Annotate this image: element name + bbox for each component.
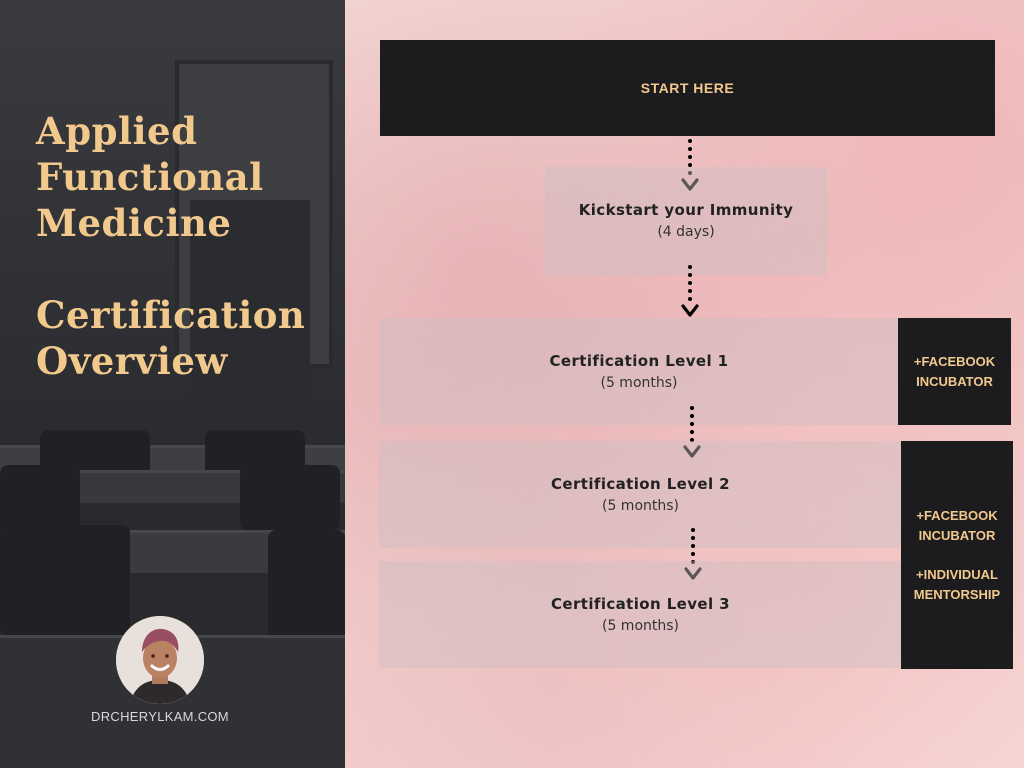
website-url[interactable]: DRCHERYLKAM.COM <box>91 709 229 724</box>
dotted-arrow-down-icon <box>680 264 700 320</box>
dotted-arrow-down-icon <box>680 138 700 194</box>
background-chair <box>0 525 130 635</box>
certification-level-3-box: Certification Level 3 (5 months) <box>379 561 902 668</box>
avatar <box>116 616 204 704</box>
background-chair <box>240 465 340 530</box>
extras-line: +FACEBOOK <box>913 353 996 369</box>
extras-line: +INDIVIDUAL <box>916 566 998 582</box>
kickstart-box: Kickstart your Immunity (4 days) <box>545 167 827 275</box>
dotted-arrow-down-icon <box>683 527 703 583</box>
title-line: Certification <box>36 293 306 337</box>
kickstart-duration: (4 days) <box>657 224 715 240</box>
extras-line: +FACEBOOK <box>916 507 998 523</box>
title-line: Functional <box>36 155 264 199</box>
level-2-title: Certification Level 2 <box>551 474 730 493</box>
title-line: Overview <box>36 339 228 383</box>
dotted-arrow-down-icon <box>682 405 702 461</box>
level-1-title: Certification Level 1 <box>549 351 729 370</box>
left-panel: Applied Functional Medicine Certificatio… <box>0 0 345 768</box>
start-here-box: START HERE <box>380 40 995 136</box>
level-1-extras-box: +FACEBOOK INCUBATOR <box>898 318 1011 425</box>
start-here-label: START HERE <box>640 80 735 96</box>
extras-line: MENTORSHIP <box>913 586 1001 602</box>
level-3-title: Certification Level 3 <box>551 594 730 613</box>
title-spacer <box>36 246 336 292</box>
title-line: Medicine <box>36 201 232 245</box>
level-2-duration: (5 months) <box>601 497 679 514</box>
kickstart-title: Kickstart your Immunity <box>578 201 794 219</box>
background-chair <box>0 465 80 535</box>
background-door-panel <box>190 200 310 420</box>
extras-line: INCUBATOR <box>916 373 993 389</box>
profile-photo-icon <box>116 616 204 704</box>
title-line: Applied <box>36 109 198 153</box>
page-title: Applied Functional Medicine Certificatio… <box>36 108 336 384</box>
certification-level-2-box: Certification Level 2 (5 months) <box>379 441 902 548</box>
level-3-duration: (5 months) <box>601 617 679 634</box>
levels-2-3-extras-box: +FACEBOOK INCUBATOR +INDIVIDUAL MENTORSH… <box>901 441 1013 669</box>
level-1-duration: (5 months) <box>600 374 678 391</box>
background-chair <box>268 530 345 640</box>
extras-line: INCUBATOR <box>918 527 996 543</box>
certification-level-1-box: Certification Level 1 (5 months) <box>380 318 898 425</box>
